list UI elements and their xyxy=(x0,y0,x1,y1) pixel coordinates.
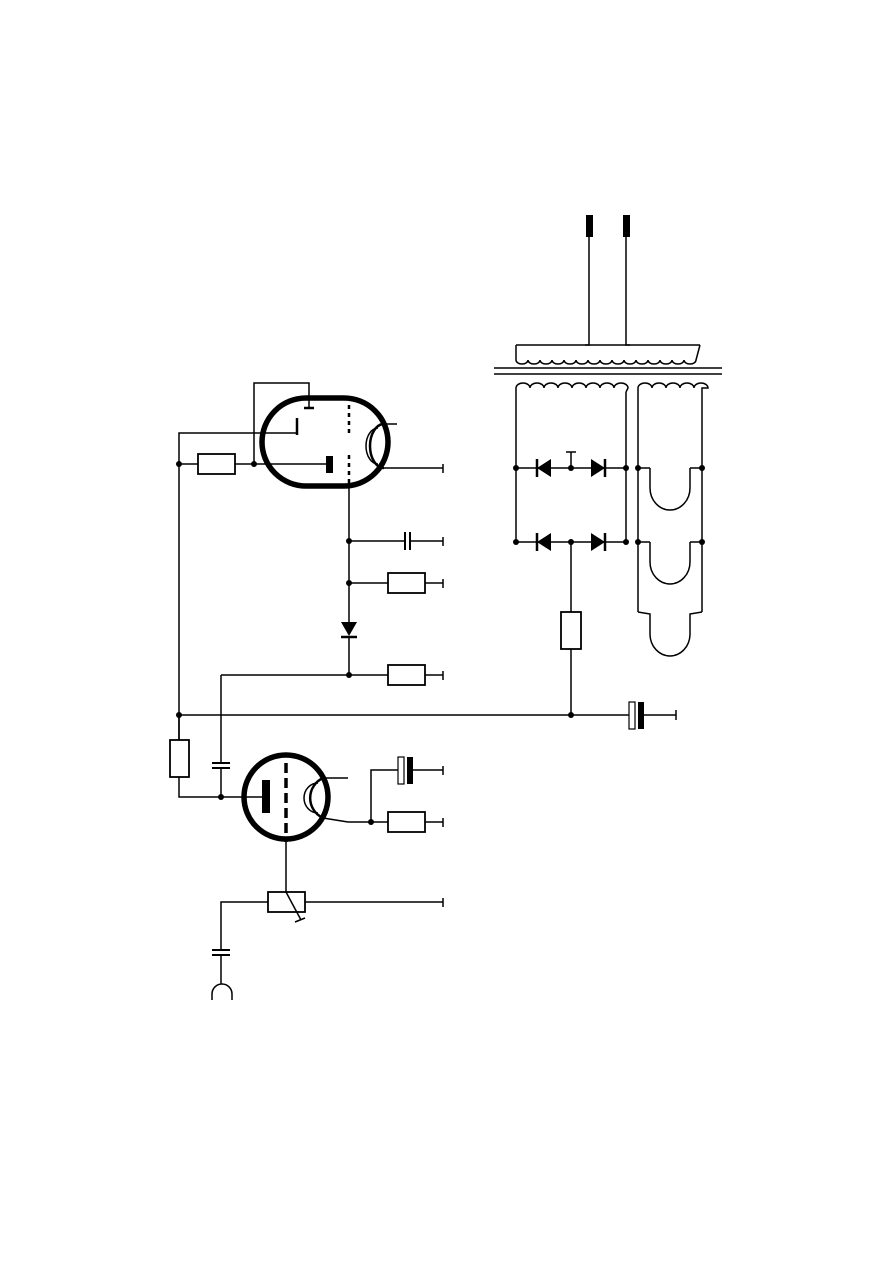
resistor-upper-2 xyxy=(221,664,444,686)
mains-plug-pins xyxy=(586,215,630,237)
primary-winding xyxy=(515,344,701,365)
primary-leads xyxy=(585,237,630,346)
junction-dots-bridge xyxy=(513,465,629,545)
bypass-capacitor-upper xyxy=(349,532,444,550)
input-jack xyxy=(211,983,233,1000)
volume-potentiometer xyxy=(220,842,444,950)
secondary-hv-winding xyxy=(515,382,629,393)
diode-bridge-bottom-right xyxy=(591,533,607,551)
upper-cathode-network xyxy=(221,486,444,686)
heater-filament-chain xyxy=(635,392,705,657)
filter-capacitor-electrolytic xyxy=(571,701,677,730)
b-plus-rail xyxy=(176,712,574,718)
lower-cathode-network xyxy=(348,756,444,833)
diode-bridge-top-right xyxy=(591,459,607,477)
bridge-rectifier xyxy=(513,392,629,551)
mains-transformer xyxy=(494,215,722,393)
lower-anode-resistor xyxy=(169,715,262,800)
upper-tube-top-wire xyxy=(253,382,314,464)
upper-tube xyxy=(176,382,444,489)
secondary-heater-winding xyxy=(637,382,709,392)
resistor-upper-1 xyxy=(349,572,444,594)
lower-tube-cathode xyxy=(303,776,349,823)
upper-tube-deflector xyxy=(178,418,299,464)
supply-dropping-resistor xyxy=(560,542,582,715)
diode-bridge-bottom-left xyxy=(535,533,551,551)
lower-tube xyxy=(169,675,444,842)
coupling-capacitor xyxy=(212,675,230,797)
upper-tube-grid-resistor xyxy=(176,453,330,475)
input-capacitor xyxy=(212,949,230,984)
lower-tube-anode xyxy=(262,780,270,813)
transformer-core xyxy=(494,367,722,375)
upper-tube-envelope xyxy=(259,395,391,489)
upper-tube-cathode xyxy=(365,422,444,473)
diode-bridge-top-left xyxy=(535,459,551,477)
diode-series xyxy=(341,622,357,675)
